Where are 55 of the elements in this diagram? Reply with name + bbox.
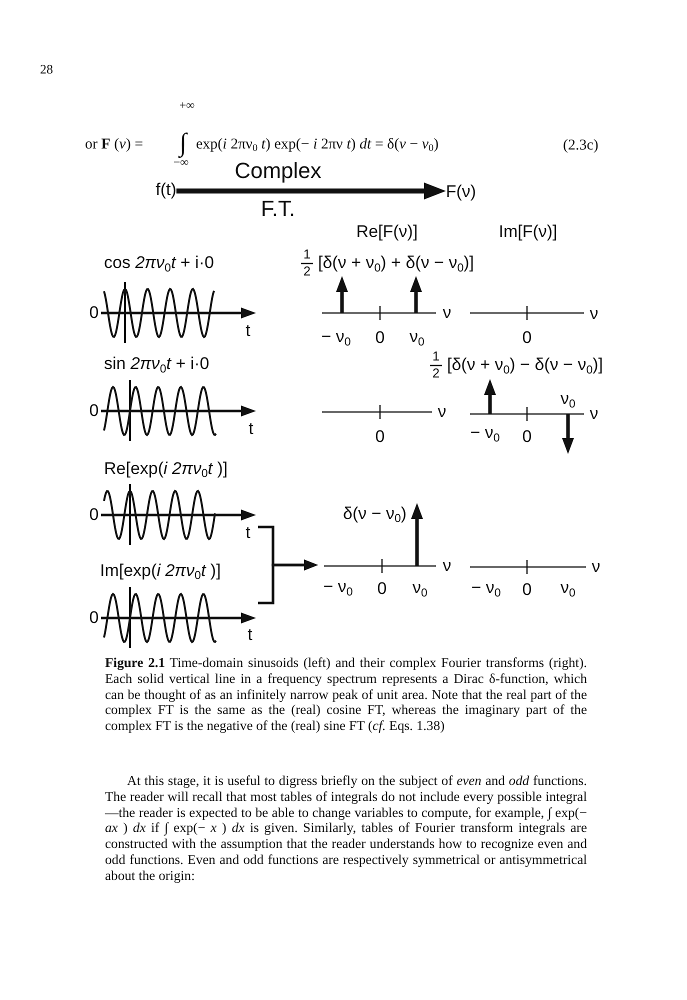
- integral-sign: ∫: [179, 128, 187, 158]
- axis-label: t: [248, 419, 254, 439]
- tick-label: 0: [377, 579, 387, 599]
- axis-label: 0: [89, 608, 99, 628]
- axis-label: t: [248, 625, 252, 645]
- axis-label: ν: [442, 303, 452, 323]
- tick-label: ν$_{0}$: [410, 327, 424, 347]
- column-heading: Re[F(ν)]: [356, 222, 418, 242]
- tick-label: ν$_{0}$: [560, 389, 576, 409]
- axis-label: t: [246, 523, 250, 543]
- tick-label: 0: [375, 328, 385, 348]
- function-label: sin 2πν$_{0}$t + i·0: [104, 354, 210, 374]
- function-label: cos 2πν$_{0}$t + i·0: [104, 253, 214, 273]
- edge-label: Complex F.T.: [234, 157, 322, 223]
- tick-label: ν$_{0}$: [412, 578, 428, 598]
- equation-number: (2.3c): [563, 137, 598, 155]
- waveform-plot: [100, 561, 258, 651]
- equation-text: exp(i 2πν$_{0}$ t) exp(− i 2πν t) dt = δ(ν − ν$_{0}$): [196, 136, 439, 154]
- function-label: F(ν): [446, 182, 476, 202]
- function-label: f(t): [156, 180, 176, 200]
- tick-label: 0: [375, 427, 385, 447]
- integral-limit: +∞: [179, 99, 195, 113]
- axis-label: ν: [590, 304, 598, 324]
- page-number: 28: [40, 62, 53, 78]
- plot-title: Re[exp(i 2πν$_{0}$t )]: [104, 459, 228, 479]
- tick-label: 0: [522, 427, 532, 447]
- axis-label: ν: [442, 556, 452, 576]
- axis-label: ν: [438, 402, 446, 422]
- fraction-denominator: 2: [432, 366, 440, 382]
- axis-label: t: [246, 321, 250, 341]
- axis-label: ν: [592, 557, 600, 577]
- tick-label: − ν$_{0}$: [323, 577, 353, 597]
- column-heading: Im[F(ν)]: [498, 222, 558, 242]
- axis-label: 0: [89, 303, 99, 323]
- spike-label: δ(ν − ν$_{0}$): [343, 504, 407, 524]
- spectrum-formula: [δ(ν + ν$_{0}$) − δ(ν − ν$_{0}$)]: [447, 355, 604, 375]
- arrow: [176, 182, 446, 200]
- tick-label: ν$_{0}$: [560, 578, 576, 598]
- bracket-arrow: [258, 560, 318, 604]
- figure-caption: Figure 2.1 Time-domain sinusoids (left) and their complex Fourier transforms (right). Each solid vertical line in a frequency spectrum represents a Dirac δ-function, which can be thought of as an infinitely narrow peak of unit area. Note that the real part of the complex FT is the same as the (real) cosine FT, whereas the imaginary part of the complex FT is the negative of the (real) sine FT (cf. Eqs. 1.38): [105, 655, 587, 734]
- axis-label: 0: [89, 505, 99, 525]
- equation-text: or F (ν) =: [85, 136, 144, 154]
- axis-label: 0: [89, 401, 99, 421]
- tick-label: 0: [522, 580, 532, 600]
- axis-label: ν: [590, 404, 598, 424]
- tick-label: 0: [522, 328, 532, 348]
- plot-title: Im[exp(i 2πν$_{0}$t )]: [100, 561, 221, 581]
- body-paragraph: At this stage, it is useful to digress briefly on the subject of even and odd functions. The reader will recall that most tables of integrals do not include every possible integral—the reader is expected to be able to change variables to compute, for example, ∫ exp(− ax ) dx if ∫ exp(− x ) dx is given. Similarly, tables of Fourier transform integrals are constructed with the assumption that the reader understands how to recognize even and odd functions. Even and odd functions are respectively symmetrical or antisymmetrical about the origin:: [105, 773, 587, 884]
- tick-label: − ν$_{0}$: [471, 578, 501, 598]
- spectrum-formula: [δ(ν + ν$_{0}$) + δ(ν − ν$_{0}$)]: [318, 253, 474, 273]
- fraction-numerator: 1: [432, 350, 440, 364]
- tick-label: − ν$_{0}$: [470, 423, 500, 443]
- fraction-numerator: 1: [303, 248, 311, 262]
- fraction-denominator: 2: [303, 264, 311, 280]
- tick-label: − ν$_{0}$: [321, 327, 351, 347]
